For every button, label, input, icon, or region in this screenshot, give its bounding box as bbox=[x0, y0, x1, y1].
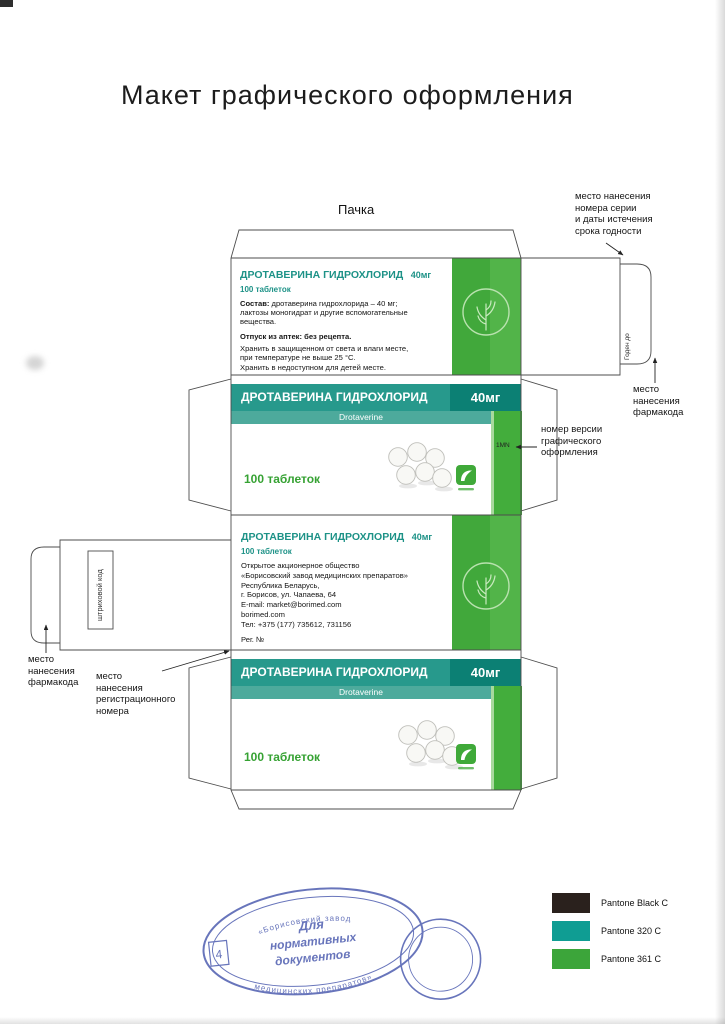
green-stripe bbox=[452, 515, 521, 650]
legend-label: Pantone Black C bbox=[601, 898, 669, 908]
storage-text-2: Хранить в недоступном для детей месте. bbox=[240, 363, 386, 373]
composition-text: Состав: дротаверина гидрохлорида – 40 мг… bbox=[240, 299, 422, 327]
tablet-count: 100 таблеток bbox=[240, 285, 291, 294]
round-stamp-circle bbox=[399, 918, 482, 1000]
manufacturer-line: «Борисовский завод медицинских препарато… bbox=[241, 570, 408, 580]
manufacturer-line: Открытое акционерное общество bbox=[241, 561, 360, 570]
manufacturer-logo-icon bbox=[456, 465, 476, 491]
pack-panel-front: ДРОТАВЕРИНА ГИДРОХЛОРИД 40мг Drotaverine… bbox=[231, 375, 522, 515]
manufacturer-line: Республика Беларусь, bbox=[241, 580, 320, 590]
scan-artifact-smudge bbox=[26, 356, 44, 370]
product-name: ДРОТАВЕРИНА ГИДРОХЛОРИД bbox=[241, 531, 405, 543]
tablets-image bbox=[388, 442, 453, 492]
green-stripe bbox=[491, 411, 522, 515]
product-dose: 40мг bbox=[410, 270, 432, 280]
info-panel-text: ДРОТАВЕРИНА ГИДРОХЛОРИД 40мг 100 таблето… bbox=[240, 265, 431, 373]
scan-artifact-corner bbox=[0, 0, 13, 7]
dispense-text: Отпуск из аптек: без рецепта. bbox=[240, 331, 352, 341]
latin-name: Drotaverine bbox=[231, 686, 491, 699]
annotation-pharmacode-right: место нанесения фармакода bbox=[633, 384, 684, 418]
storage-text-1: Хранить в защищенном от света и влаги ме… bbox=[240, 343, 409, 363]
legend-row-361c: Pantone 361 C bbox=[552, 949, 668, 969]
pack-panel-info-top: ДРОТАВЕРИНА ГИДРОХЛОРИД 40мг 100 таблето… bbox=[231, 258, 521, 375]
product-title: ДРОТАВЕРИНА ГИДРОХЛОРИД 40мг bbox=[240, 265, 431, 283]
stamp-line-1: Для bbox=[297, 916, 325, 934]
page-title: Макет графического оформления bbox=[121, 80, 574, 110]
barcode-flap-label: штриховой код bbox=[95, 569, 104, 621]
legend-label: Pantone 361 C bbox=[601, 954, 662, 964]
manufacturer-line: Тел: +375 (177) 735612, 731156 bbox=[241, 619, 352, 629]
reg-number-label: Рег. № bbox=[241, 634, 265, 644]
manufacturer-line: г. Борисов, ул. Чапаева, 64 bbox=[241, 590, 337, 600]
dose-box: 40мг bbox=[450, 659, 521, 686]
dose-box: 40мг bbox=[450, 384, 521, 411]
annotation-pharmacode-left: место нанесения фармакода bbox=[28, 654, 79, 688]
ink-stamp: «Борисовский завод медицинских препарато… bbox=[202, 887, 482, 1001]
pack-label: Пачка bbox=[338, 202, 375, 217]
green-stripe bbox=[452, 258, 521, 375]
address-panel-text: ДРОТАВЕРИНА ГИДРОХЛОРИД 40мг 100 таблето… bbox=[241, 527, 441, 644]
manufacturer-logo-icon bbox=[456, 744, 476, 770]
annotation-reg-number: место нанесения регистрационного номера bbox=[96, 671, 176, 717]
manufacturer-line: borimed.com bbox=[241, 609, 285, 619]
tablet-count: 100 таблеток bbox=[241, 547, 292, 556]
annotation-version: номер версии графического оформления bbox=[541, 424, 603, 458]
manufacturer-line: E-mail: market@borimed.com bbox=[241, 600, 342, 610]
pack-panel-address: ДРОТАВЕРИНА ГИДРОХЛОРИД 40мг 100 таблето… bbox=[231, 515, 521, 650]
stamp-number: 4 bbox=[215, 947, 223, 962]
arrow-reg-number bbox=[161, 650, 230, 672]
version-code: 1MN bbox=[496, 442, 510, 449]
color-swatch-green bbox=[552, 949, 590, 969]
composition-label: Состав: bbox=[240, 299, 270, 308]
legend-label: Pantone 320 C bbox=[601, 926, 662, 936]
green-stripe bbox=[491, 686, 522, 790]
tablet-count: 100 таблеток bbox=[244, 472, 321, 486]
annotation-serial: место нанесения номера серии и даты исте… bbox=[575, 191, 653, 237]
scan-edge-right bbox=[715, 0, 725, 1024]
product-dose: 40мг bbox=[411, 532, 433, 542]
tablet-count: 100 таблеток bbox=[244, 750, 321, 764]
product-title: ДРОТАВЕРИНА ГИДРОХЛОРИД 40мг bbox=[241, 527, 441, 545]
legend-row-320c: Pantone 320 C bbox=[552, 921, 668, 941]
manufacturer-block: Открытое акционерное общество «Борисовск… bbox=[241, 561, 441, 630]
latin-name: Drotaverine bbox=[231, 411, 491, 424]
tree-ornament-icon bbox=[462, 288, 510, 336]
product-name: ДРОТАВЕРИНА ГИДРОХЛОРИД bbox=[240, 269, 404, 281]
color-swatch-teal bbox=[552, 921, 590, 941]
tree-ornament-icon bbox=[462, 562, 510, 610]
arrow-serial bbox=[605, 242, 624, 256]
expiry-flap-label: Годен до bbox=[624, 333, 631, 360]
color-swatch-black bbox=[552, 893, 590, 913]
legend-row-black: Pantone Black C bbox=[552, 893, 668, 913]
pantone-legend: Pantone Black C Pantone 320 C Pantone 36… bbox=[552, 893, 668, 977]
pack-panel-front-2: ДРОТАВЕРИНА ГИДРОХЛОРИД 40мг Drotaverine… bbox=[231, 650, 522, 790]
